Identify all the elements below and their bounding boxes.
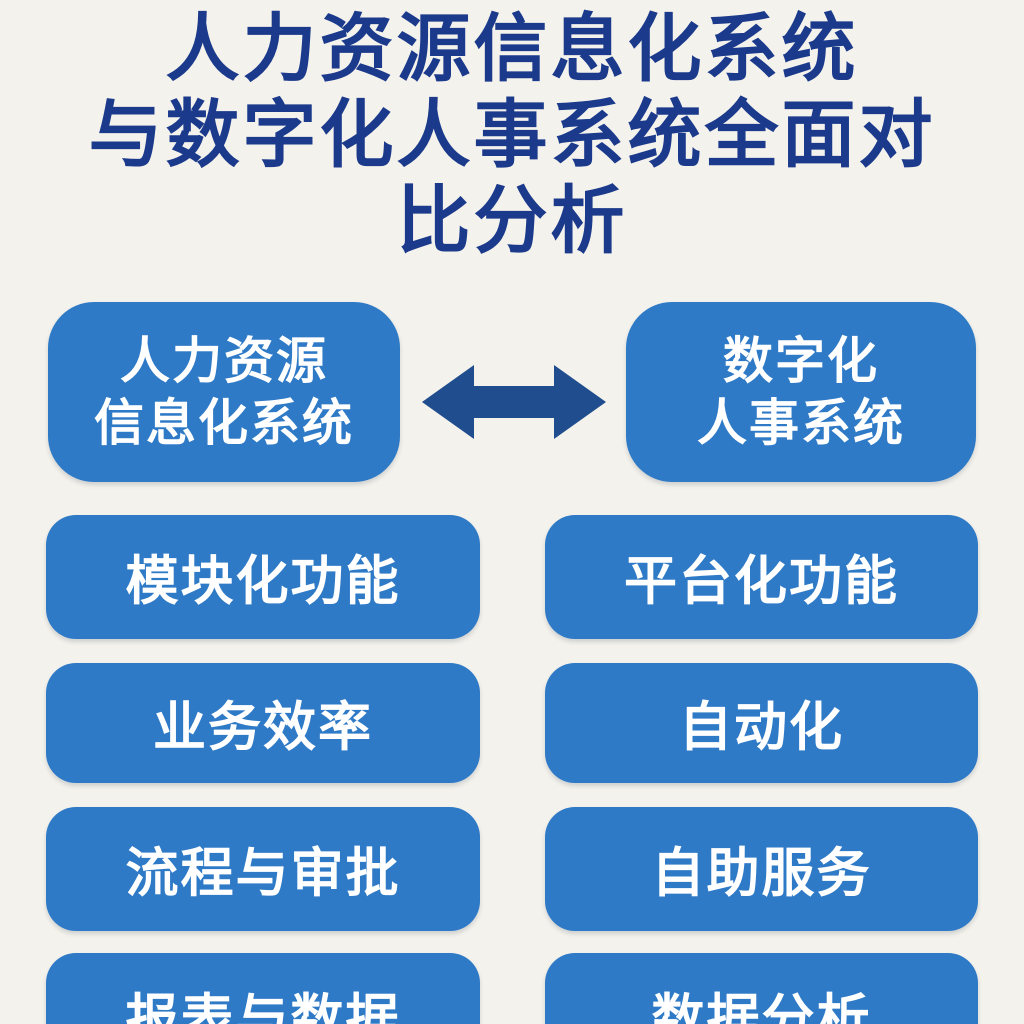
hr-information-system-line-2: 信息化系统	[94, 394, 354, 452]
feature-box-platform-functions: 平台化功能	[545, 515, 978, 639]
double-headed-arrow-shape	[422, 365, 606, 439]
digital-personnel-system-line-1: 数字化	[723, 332, 879, 390]
feature-box-data-analysis: 数据分析	[545, 953, 978, 1024]
feature-label: 自动化	[679, 697, 844, 758]
hr-information-system-line-1: 人力资源	[120, 332, 328, 390]
page-title: 人力资源信息化系统 与数字化人事系统全面对 比分析	[0, 0, 1024, 264]
feature-box-self-service: 自助服务	[545, 807, 978, 931]
feature-label: 自助服务	[651, 843, 872, 904]
feature-label: 模块化功能	[125, 551, 401, 612]
feature-label: 业务效率	[153, 697, 373, 758]
feature-box-automation: 自动化	[545, 663, 978, 783]
feature-box-business-efficiency: 业务效率	[46, 663, 480, 783]
feature-label: 数据分析	[651, 989, 872, 1024]
digital-personnel-system-box: 数字化 人事系统	[626, 302, 976, 482]
feature-box-process-approval: 流程与审批	[46, 807, 480, 931]
feature-box-reports-data: 报表与数据	[46, 953, 480, 1024]
title-line-3: 比分析	[396, 178, 628, 264]
double-headed-arrow-icon	[422, 361, 606, 443]
feature-label: 流程与审批	[125, 843, 401, 904]
hr-information-system-box: 人力资源 信息化系统	[48, 302, 400, 482]
title-line-1: 人力资源信息化系统	[165, 6, 859, 92]
feature-label: 平台化功能	[624, 551, 899, 612]
feature-label: 报表与数据	[125, 989, 401, 1024]
title-line-2: 与数字化人事系统全面对	[88, 92, 936, 178]
digital-personnel-system-line-2: 人事系统	[697, 394, 905, 452]
feature-box-modular-functions: 模块化功能	[46, 515, 480, 639]
